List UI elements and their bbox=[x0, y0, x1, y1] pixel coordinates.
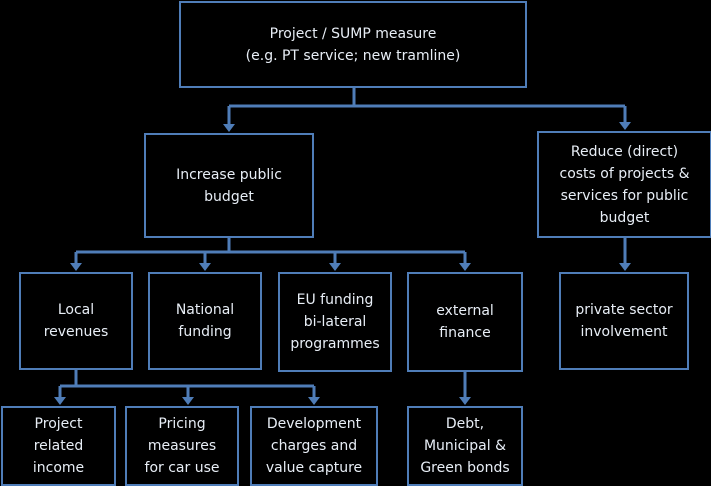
arrowhead-local bbox=[70, 263, 82, 271]
arrowhead-external bbox=[459, 263, 471, 271]
node-pricing-measures: Pricing measures for car use bbox=[125, 406, 239, 486]
arrowhead-pricing bbox=[182, 397, 194, 405]
arrowhead-national bbox=[199, 263, 211, 271]
node-national-funding: National funding bbox=[148, 272, 262, 370]
node-project-measure: Project / SUMP measure (e.g. PT service;… bbox=[179, 1, 527, 88]
node-local-revenues: Local revenues bbox=[19, 272, 133, 370]
node-reduce-direct-costs: Reduce (direct) costs of projects & serv… bbox=[537, 131, 711, 238]
node-increase-public-budget: Increase public budget bbox=[144, 133, 314, 238]
node-debt-bonds: Debt, Municipal & Green bonds bbox=[407, 406, 523, 486]
arrowhead-eu bbox=[329, 263, 341, 271]
arrowhead-increase bbox=[223, 124, 235, 132]
arrowhead-private bbox=[619, 263, 631, 271]
node-external-finance: external finance bbox=[407, 272, 523, 372]
arrowhead-debt bbox=[459, 397, 471, 405]
node-eu-funding: EU funding bi-lateral programmes bbox=[278, 272, 392, 372]
arrowhead-development bbox=[308, 397, 320, 405]
node-project-related-income: Project related income bbox=[1, 406, 116, 486]
node-development-charges: Development charges and value capture bbox=[250, 406, 378, 486]
arrowhead-reduce bbox=[619, 122, 631, 130]
node-private-sector-involvement: private sector involvement bbox=[559, 272, 689, 370]
arrowhead-project-income bbox=[54, 397, 66, 405]
